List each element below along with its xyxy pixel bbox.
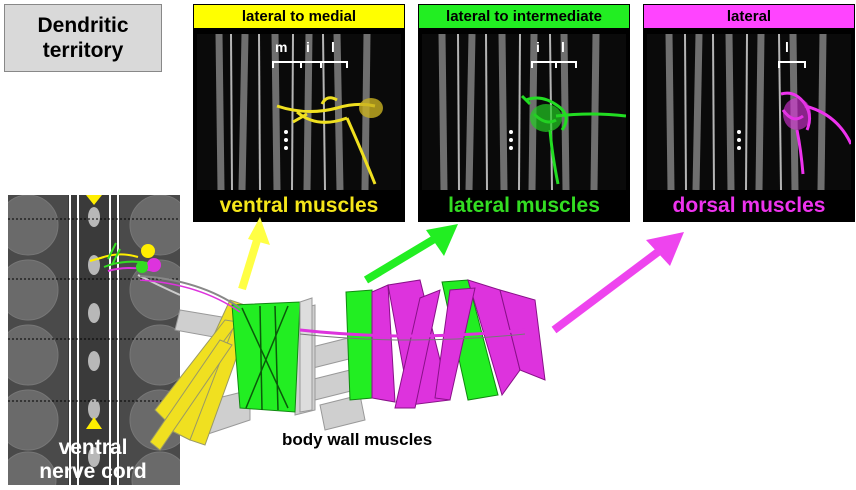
segment-label-l: l [785, 39, 789, 55]
panel-lateral-header: lateral to intermediate [418, 4, 630, 29]
title-line-2: territory [37, 38, 128, 63]
panel-lateral: lateral to intermediate [418, 4, 630, 222]
title-line-1: Dendritic [37, 13, 128, 38]
magenta-arrow [548, 230, 688, 336]
body-wall-muscles-label: body wall muscles [282, 430, 432, 450]
segment-label-i: i [536, 39, 540, 55]
panel-lateral-caption: lateral muscles [418, 194, 630, 218]
panel-ventral-micrograph [197, 34, 401, 190]
panel-dorsal: lateral l dorsal muscles [643, 4, 855, 222]
segment-label-l: l [561, 39, 565, 55]
panel-dorsal-header: lateral [643, 4, 855, 29]
vnc-label-line-1: ventral [18, 436, 168, 460]
panel-ventral-header: lateral to medial [193, 4, 405, 29]
green-arrow [360, 222, 460, 286]
vnc-label-line-2: nerve cord [18, 460, 168, 484]
panel-ventral-caption: ventral muscles [193, 194, 405, 218]
segment-label-i: i [306, 39, 310, 55]
segment-label-l: l [331, 39, 335, 55]
panel-lateral-micrograph [422, 34, 626, 190]
panel-ventral: lateral to medial m i [193, 4, 405, 222]
yellow-arrow [230, 215, 270, 295]
panel-dorsal-micrograph [647, 34, 851, 190]
vnc-label: ventral nerve cord [18, 436, 168, 484]
title-box: Dendritic territory [4, 4, 162, 72]
panel-dorsal-caption: dorsal muscles [643, 194, 855, 218]
segment-label-m: m [275, 39, 287, 55]
